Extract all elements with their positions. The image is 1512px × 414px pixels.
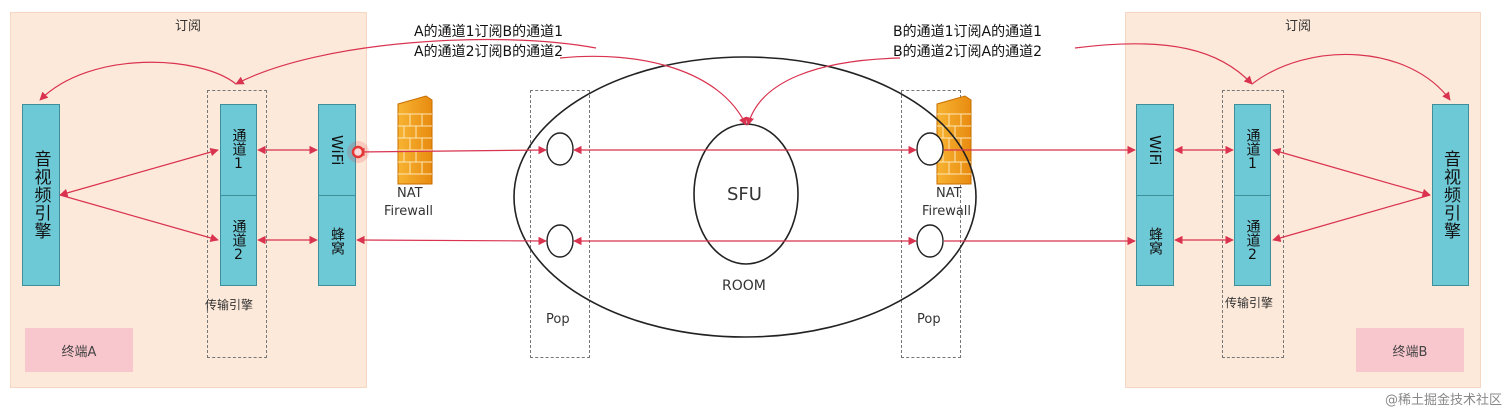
left-wifi-label: WiFi xyxy=(328,134,346,166)
left-firewall-nat: NAT xyxy=(397,186,423,201)
right-channel-1: 通道1 xyxy=(1234,104,1271,196)
annotation-a-to-sfu xyxy=(559,55,747,126)
left-channel-2-label: 通道2 xyxy=(230,218,247,263)
left-channel-1-label: 通道1 xyxy=(230,128,247,172)
left-transport-label: 传输引擎 xyxy=(205,298,254,312)
right-cellular-label: 蜂窝 xyxy=(1147,226,1163,255)
right-channel-2-label: 通道2 xyxy=(1244,218,1261,263)
right-pop-port-2 xyxy=(916,224,944,258)
left-subscribe-curve-engine xyxy=(39,61,237,101)
pointer-dot-icon xyxy=(351,145,365,159)
right-pop-box xyxy=(901,90,961,358)
left-wifi-pop-link xyxy=(356,145,547,157)
left-pop-label: Pop xyxy=(546,312,570,327)
left-cellular-label: 蜂窝 xyxy=(329,226,345,255)
pointer-halo-icon xyxy=(347,141,369,163)
right-wifi: WiFi xyxy=(1136,104,1174,196)
annotation-b-to-sfu xyxy=(745,57,901,126)
left-firewall-name: Firewall xyxy=(384,204,434,219)
left-pop-box xyxy=(530,90,590,358)
left-channel-1: 通道1 xyxy=(220,104,257,196)
annotation-a-line2: A的通道2订阅B的通道2 xyxy=(414,44,563,60)
left-cellular: 蜂窝 xyxy=(318,195,356,286)
annotation-b-line1: B的通道1订阅A的通道1 xyxy=(893,24,1042,40)
right-firewall-name: Firewall xyxy=(922,204,972,219)
left-pop-port-1 xyxy=(546,132,574,166)
right-pop-label: Pop xyxy=(917,312,941,327)
left-cell-pop-link xyxy=(356,235,547,246)
sfu-ellipse xyxy=(693,123,799,265)
left-channel-2: 通道2 xyxy=(220,195,257,286)
left-av-engine: 音视频引擎 xyxy=(22,104,60,286)
right-subscribe-curve-transport xyxy=(1074,43,1253,85)
right-firewall-nat: NAT xyxy=(936,186,962,201)
right-ch2-engine-link xyxy=(1272,194,1431,242)
right-ch1-engine-link xyxy=(1272,148,1431,197)
terminal-a-panel xyxy=(10,12,367,388)
room-ellipse xyxy=(513,56,977,338)
right-panel-title: 订阅 xyxy=(1285,19,1312,34)
right-transport-engine-box xyxy=(1222,90,1284,358)
left-engine-ch2-link xyxy=(59,194,219,242)
right-cellular: 蜂窝 xyxy=(1136,195,1174,286)
right-av-engine: 音视频引擎 xyxy=(1432,104,1469,286)
right-wifi-label: WiFi xyxy=(1146,134,1164,166)
room-label: ROOM xyxy=(722,278,766,294)
left-panel-title: 订阅 xyxy=(175,19,202,34)
annotation-b-line2: B的通道2订阅A的通道2 xyxy=(893,44,1042,60)
right-av-engine-label: 音视频引擎 xyxy=(1440,150,1460,240)
right-channel-1-label: 通道1 xyxy=(1244,128,1261,172)
annotation-a-line1: A的通道1订阅B的通道1 xyxy=(414,24,563,40)
sfu-label: SFU xyxy=(727,184,762,205)
right-pop-port-1 xyxy=(916,132,944,166)
left-engine-ch1-link xyxy=(59,148,219,197)
left-subscribe-curve-transport xyxy=(235,38,597,85)
watermark: @稀土掘金技术社区 xyxy=(1384,393,1502,408)
right-subscribe-curve-engine xyxy=(1251,53,1451,101)
left-transport-engine-box xyxy=(207,90,267,358)
terminal-b-label: 终端B xyxy=(1356,328,1464,372)
right-transport-label: 传输引擎 xyxy=(1225,296,1274,310)
right-channel-2: 通道2 xyxy=(1234,195,1271,286)
left-av-engine-label: 音视频引擎 xyxy=(30,150,51,240)
terminal-a-label: 终端A xyxy=(25,328,133,372)
left-pop-port-2 xyxy=(546,224,574,258)
